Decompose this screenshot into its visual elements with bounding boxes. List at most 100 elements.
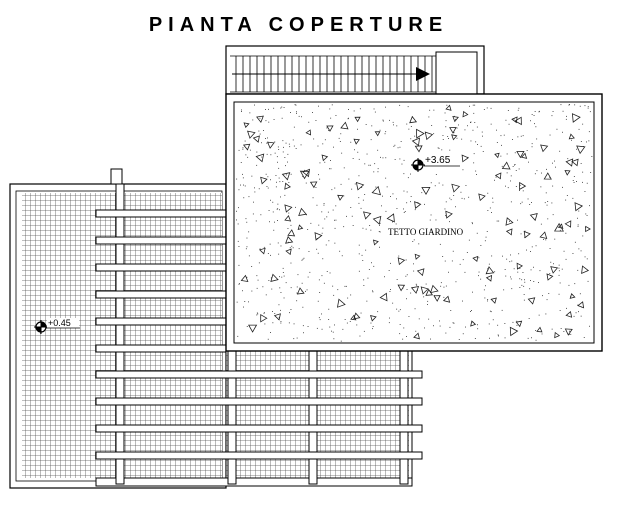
gravel-dot [301,282,303,284]
gravel-dot [488,323,490,325]
gravel-dot [449,326,451,328]
gravel-dot [484,297,486,299]
gravel-dot [551,328,553,330]
gravel-dot [514,164,516,165]
gravel-dot [535,245,537,247]
gravel-dot [388,322,390,324]
gravel-dot [589,325,590,327]
gravel-dot [245,248,247,250]
gravel-dot [296,337,298,339]
gravel-dot [546,299,548,301]
gravel-dot [465,185,467,186]
gravel-dot [249,149,251,151]
gravel-dot [254,104,255,106]
gravel-dot [254,191,256,193]
gravel-stone [305,129,312,136]
gravel-dot [338,137,340,139]
gravel-dot [319,162,321,164]
gravel-dot [331,330,332,332]
gravel-dot [403,159,405,161]
gravel-dot [442,135,444,136]
gravel-dot [582,123,584,125]
gravel-dot [328,319,330,320]
gravel-dot [323,204,325,206]
gravel-dot [529,288,531,290]
gravel-dot [272,322,274,324]
gravel-dot [268,210,270,211]
gravel-stone [536,326,543,333]
gravel-dot [421,192,423,194]
gravel-dot [558,267,560,269]
gravel-dot [531,202,532,203]
gravel-dot [518,253,520,255]
gravel-dot [491,212,492,213]
gravel-dot [562,186,563,188]
gravel-stone [519,181,527,191]
gravel-dot [367,277,369,279]
gravel-dot [397,147,399,149]
gravel-dot [333,294,335,296]
gravel-dot [370,139,372,141]
gravel-dot [404,211,406,212]
gravel-dot [477,144,478,145]
gravel-dot [340,133,342,135]
gravel-dot [240,162,242,163]
gravel-dot [462,259,464,261]
gravel-dot [243,197,245,199]
gravel-stone [576,145,586,155]
gravel-dot [301,259,303,261]
gravel-dot [276,181,277,183]
gravel-dot [363,330,365,332]
gravel-dot [384,133,386,135]
gravel-stone [543,172,552,180]
gravel-dot [526,249,527,251]
gravel-stone [372,239,379,246]
gravel-dot [360,312,362,314]
garden-label-background [386,226,474,237]
gravel-dot [362,260,364,261]
gravel-dot [301,116,302,118]
gravel-dot [239,283,240,285]
gravel-dot [572,253,574,254]
gravel-stone [284,182,291,190]
gravel-dot [488,263,490,265]
gravel-dot [307,229,309,230]
gravel-stone [451,183,461,193]
gravel-dot [519,190,520,191]
gravel-dot [406,202,408,204]
gravel-dot [574,104,576,106]
gravel-stone [260,176,268,185]
upper-roof-elevation: +3.65 [425,155,451,166]
gravel-dot [346,322,348,324]
gravel-dot [352,158,354,159]
gravel-dot [390,196,391,197]
gravel-dot [417,202,419,203]
gravel-dot [371,125,373,127]
gravel-dot [480,145,482,147]
gravel-dot [323,282,325,284]
gravel-dot [245,218,247,220]
gravel-dot [317,145,319,147]
gravel-dot [280,321,282,322]
gravel-dot [321,232,323,234]
gravel-dot [244,301,246,302]
gravel-dot [342,328,344,330]
gravel-dot [266,142,268,144]
gravel-dot [472,104,474,106]
gravel-dot [315,187,317,188]
gravel-dot [358,202,360,204]
gravel-dot [487,299,489,300]
gravel-dot [329,326,331,328]
gravel-dot [333,146,334,148]
gravel-dot [505,185,506,187]
gravel-dot [476,232,478,234]
gravel-dot [414,308,416,310]
gravel-stone [490,297,497,304]
gravel-stone [452,116,459,123]
gravel-dot [267,187,269,189]
gravel-dot [248,196,250,198]
gravel-dot [585,213,587,215]
gravel-dot [519,268,521,269]
gravel-dot [462,169,464,171]
gravel-dot [370,322,372,324]
